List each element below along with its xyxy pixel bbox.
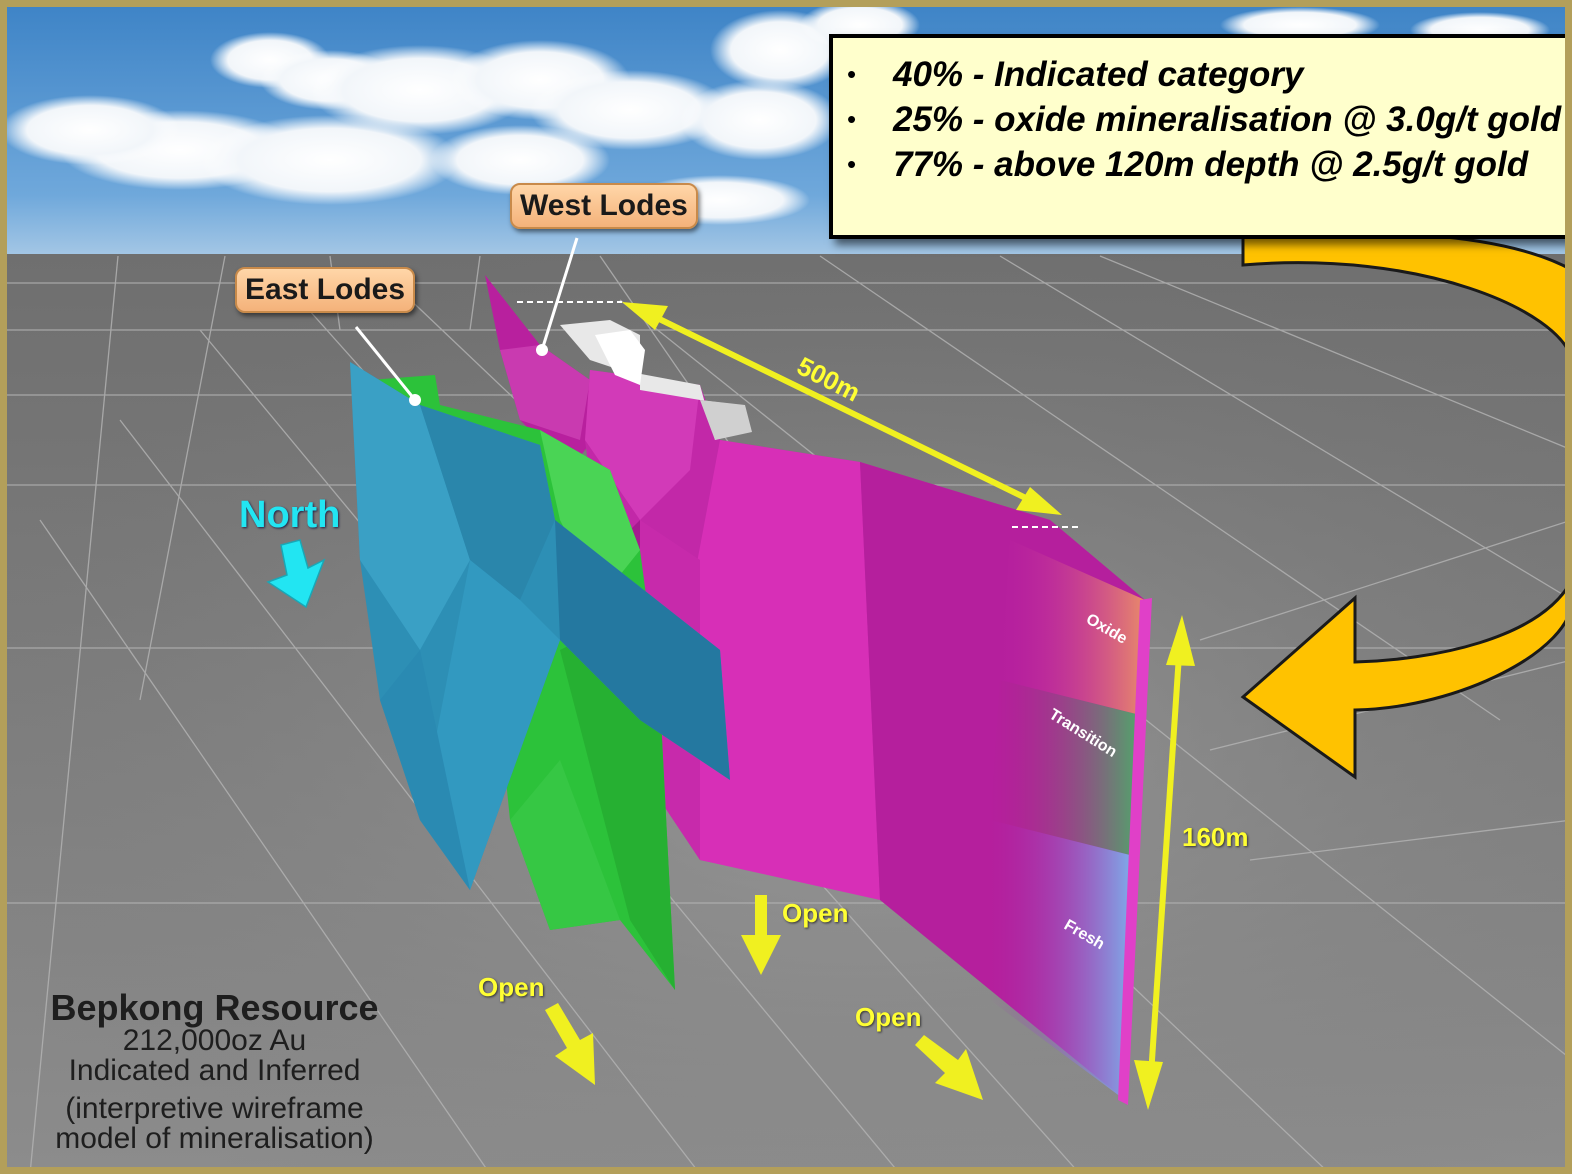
open-arrow-icon bbox=[915, 1035, 983, 1100]
resource-caption: Bepkong Resource 212,000oz Au Indicated … bbox=[42, 990, 387, 1154]
resource-title: Bepkong Resource bbox=[50, 987, 379, 1028]
length-arrow-icon bbox=[622, 302, 1062, 515]
east-lodes-tag: East Lodes bbox=[235, 267, 416, 313]
resource-category: Indicated and Inferred bbox=[68, 1054, 361, 1087]
west-lodes-wireframe bbox=[485, 275, 1152, 1105]
open-label: Open bbox=[782, 898, 849, 928]
resource-amount: 212,000oz Au bbox=[122, 1024, 307, 1057]
info-bullet: 77% - above 120m depth @ 2.5g/t gold bbox=[847, 142, 1572, 187]
north-arrow-icon bbox=[266, 539, 326, 609]
open-arrow-icon bbox=[741, 895, 781, 975]
west-lodes-tag: West Lodes bbox=[510, 183, 698, 229]
resource-note-line2: model of mineralisation) bbox=[55, 1122, 374, 1155]
north-label: North bbox=[239, 494, 341, 536]
open-label: Open bbox=[855, 1002, 922, 1032]
open-arrow-icon bbox=[545, 1003, 595, 1085]
resource-note-line1: (interpretive wireframe bbox=[65, 1092, 364, 1125]
info-bullet: 25% - oxide mineralisation @ 3.0g/t gold bbox=[847, 97, 1572, 142]
depth-label: 160m bbox=[1182, 822, 1249, 852]
east-lodes-blue-wireframe bbox=[350, 362, 730, 890]
open-label: Open bbox=[478, 972, 545, 1002]
info-bullet: 40% - Indicated category bbox=[847, 52, 1572, 97]
workings-block bbox=[560, 320, 752, 440]
curved-arrow-icon bbox=[1240, 231, 1572, 780]
depth-arrow-icon bbox=[1134, 615, 1195, 1110]
info-box: 40% - Indicated category 25% - oxide min… bbox=[829, 34, 1572, 239]
